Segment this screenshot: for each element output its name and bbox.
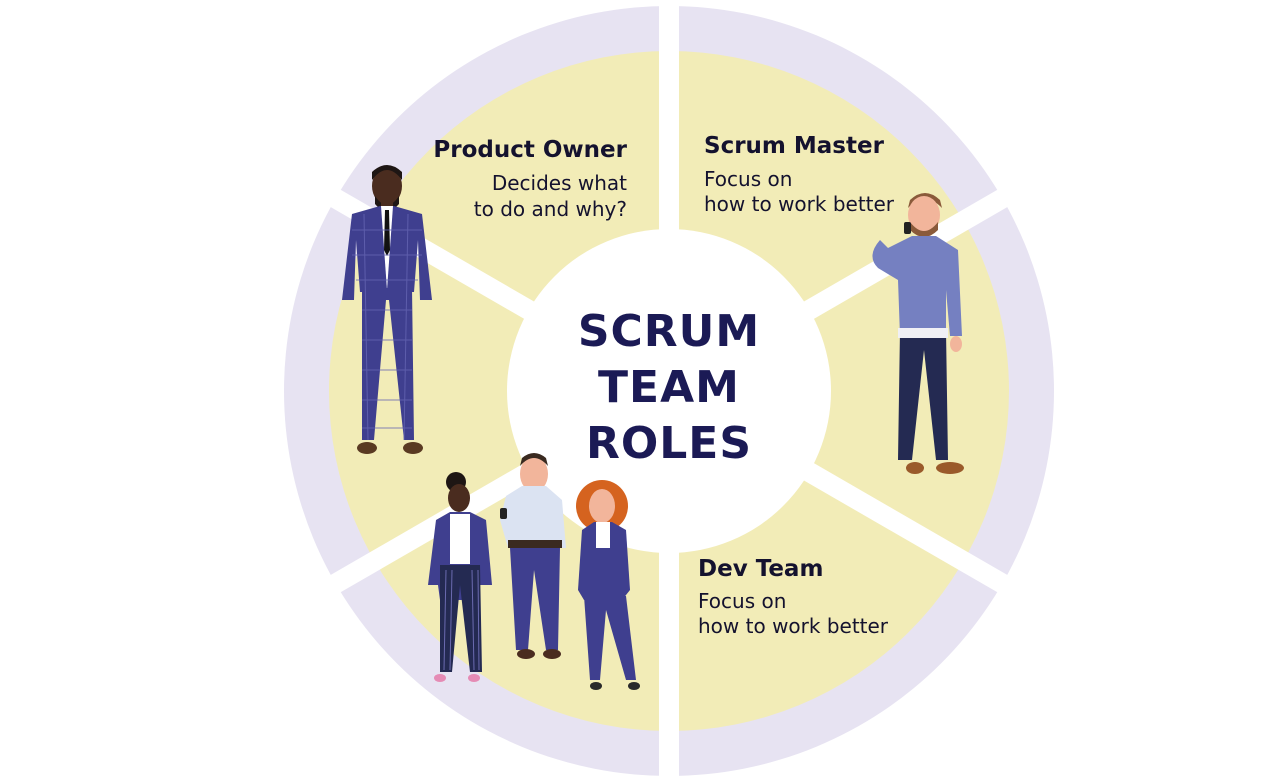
man-on-phone-icon: [872, 193, 964, 474]
center-title-line-2: TEAM: [598, 362, 740, 413]
center-title-line-3: ROLES: [585, 418, 753, 469]
man-in-plaid-suit-icon: [342, 165, 432, 454]
product-owner-desc-line-2: to do and why?: [473, 197, 627, 221]
center-title-line-1: SCRUM: [577, 306, 761, 357]
scrum-master-desc-line-1: Focus on: [704, 167, 793, 191]
product-owner-desc-line-1: Decides what: [491, 171, 627, 195]
center-circle: [507, 229, 831, 553]
dev-team-desc-line-2: how to work better: [698, 614, 889, 638]
dev-team-title: Dev Team: [698, 556, 824, 582]
dev-team-desc-line-1: Focus on: [698, 589, 787, 613]
three-people-group-icon: [428, 453, 640, 690]
product-owner-title: Product Owner: [433, 137, 627, 163]
scrum-master-title: Scrum Master: [704, 133, 884, 159]
scrum-master-desc-line-2: how to work better: [704, 192, 895, 216]
